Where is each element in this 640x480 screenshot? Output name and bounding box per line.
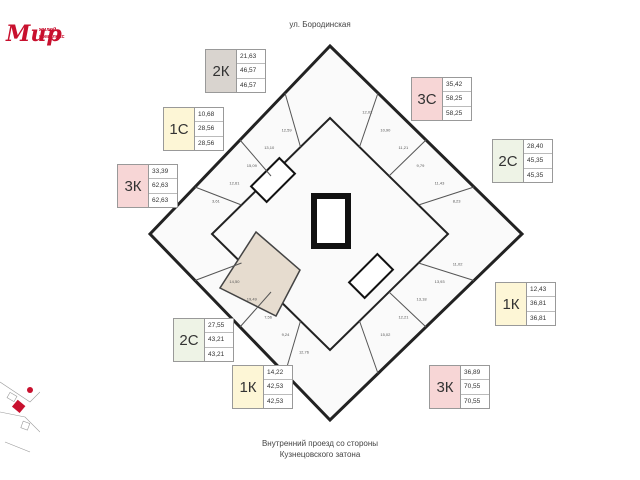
area-living: 10,68: [195, 108, 223, 123]
partition-wall: [388, 139, 427, 177]
room-area-label: 15,02: [380, 332, 391, 337]
room-area-label: 7,56: [264, 314, 273, 319]
area-total: 58,25: [443, 92, 471, 107]
room-area-label: 9,79: [417, 163, 426, 168]
apartment-type: 3К: [118, 165, 149, 207]
area-total: 45,35: [524, 154, 552, 169]
room-area-label: 11,43: [435, 181, 445, 186]
room-area-label: 12,21: [398, 314, 409, 319]
partition-wall: [418, 262, 475, 281]
partition-wall: [359, 320, 379, 374]
apartment-type: 1С: [164, 108, 195, 150]
apartment-type: 3С: [412, 78, 443, 120]
area-living: 28,40: [524, 140, 552, 155]
area-total: 42,53: [264, 380, 292, 395]
area-total-alt: 43,21: [208, 350, 225, 358]
area-living: 35,42: [443, 78, 471, 93]
apartment-type: 2К: [206, 50, 237, 92]
room-area-label: 12,02: [362, 110, 373, 115]
room-area-label: 10,90: [380, 127, 391, 132]
area-total-alt: 42,53: [267, 397, 284, 405]
partition-wall: [359, 92, 379, 148]
area-total: 28,56: [195, 122, 223, 137]
room-area-label: 9,24: [282, 332, 291, 337]
area-total: 43,21: [205, 333, 233, 348]
room-area-label: 13,93: [435, 279, 446, 284]
area-total-alt: 45,35: [527, 171, 544, 179]
partition-wall: [194, 186, 242, 206]
area-total: 70,55: [461, 380, 489, 395]
room-area-label: 8,23: [453, 198, 462, 203]
room-area-label: 13,18: [417, 297, 428, 302]
apartment-type: 2С: [174, 319, 205, 361]
minimap-current-building: [11, 399, 26, 414]
street-label-top: ул. Бородинская: [289, 20, 351, 29]
area-living: 12,43: [527, 283, 555, 298]
street-bottom-line2: Кузнецовского затона: [279, 450, 361, 459]
apartment-type: 1К: [233, 366, 264, 408]
room-area-label: 12,61: [229, 181, 240, 186]
area-total: 36,81: [527, 297, 555, 312]
apartment-type: 3К: [430, 366, 461, 408]
partition-wall: [194, 262, 242, 281]
area-total-alt: 62,63: [152, 196, 169, 204]
room-area-label: 12,76: [299, 350, 310, 355]
partition-wall: [418, 186, 475, 206]
room-area-label: 15,09: [247, 163, 258, 168]
area-total-alt: 58,25: [446, 109, 463, 117]
area-living: 14,22: [264, 366, 292, 381]
elevator-core: [311, 193, 351, 249]
room-area-label: 14,50: [229, 279, 240, 284]
area-total: 46,57: [237, 64, 265, 79]
area-living: 27,55: [205, 319, 233, 334]
room-area-label: 12,59: [282, 127, 293, 132]
minimap-pin-icon: [27, 387, 33, 393]
apartment-type: 2С: [493, 140, 524, 182]
area-living: 33,39: [149, 165, 177, 180]
partition-wall: [388, 291, 427, 328]
logo-subtitle: жилой комплекс: [39, 27, 65, 40]
area-living: 21,63: [237, 50, 265, 65]
partition-wall: [284, 92, 301, 148]
street-bottom-line1: Внутренний проезд со стороны: [261, 439, 379, 448]
highlighted-apartment[interactable]: [218, 230, 301, 318]
brand-logo: Мир жилой комплекс: [6, 21, 65, 47]
partition-wall: [239, 291, 272, 328]
area-total-alt: 46,57: [240, 81, 257, 89]
area-total: 62,63: [149, 179, 177, 194]
inner-ring: [210, 116, 450, 352]
street-label-bottom: Внутренний проезд со стороны Кузнецовско…: [0, 438, 640, 460]
logo-mark: Мир: [6, 21, 62, 47]
room-area-label: 11,21: [398, 145, 408, 150]
stair-right: [347, 252, 395, 300]
area-total-alt: 70,55: [464, 397, 481, 405]
room-area-label: 3,61: [212, 198, 221, 203]
area-living: 36,89: [461, 366, 489, 381]
apartment-type: 1К: [496, 283, 527, 325]
room-area-labels: 12,02 11,02 12,76 3,61 10,90 13,93 9,24 12,61 11…: [212, 110, 463, 355]
stair-left: [249, 156, 297, 204]
area-total-alt: 36,81: [530, 314, 547, 322]
room-area-label: 19,49: [247, 297, 258, 302]
partition-wall: [284, 320, 301, 374]
partition-wall: [239, 139, 272, 177]
room-area-label: 13,10: [264, 145, 275, 150]
apartment-partitions: [194, 92, 475, 374]
site-minimap: [0, 381, 40, 453]
room-area-label: 11,02: [453, 261, 463, 266]
area-total-alt: 28,56: [198, 139, 215, 147]
